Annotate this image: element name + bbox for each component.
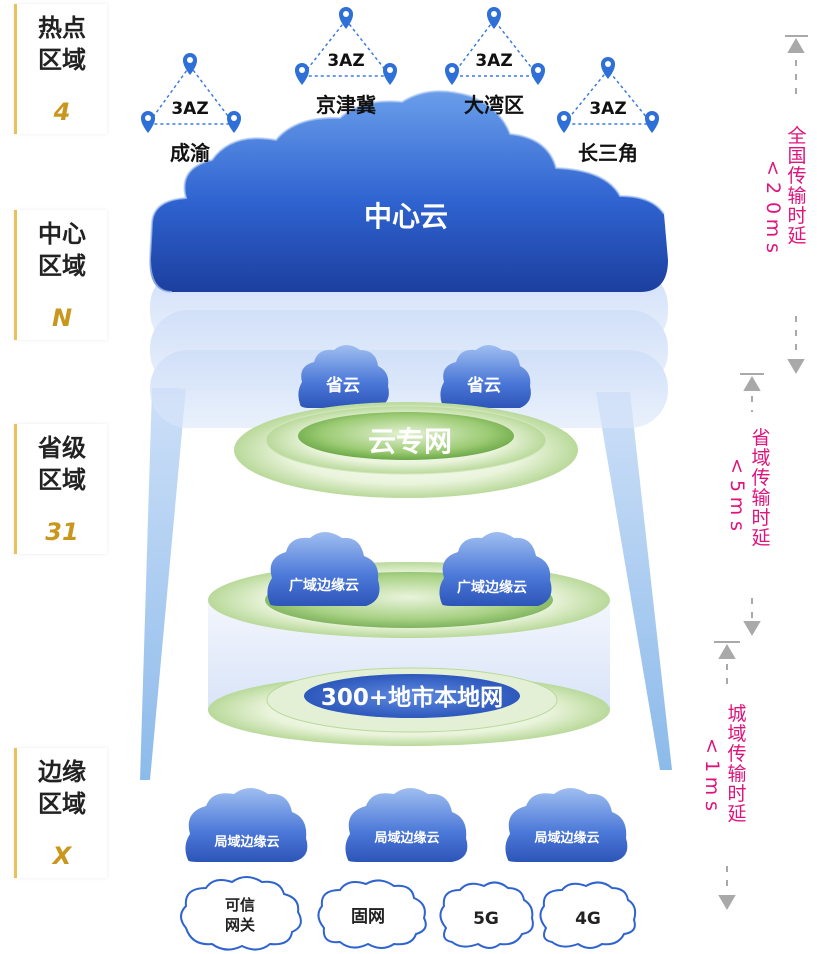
region-center: 中心 区域 N [14,210,107,340]
local-edge-cloud-1-label: 局域边缘云 [214,834,279,850]
access-clouds [180,876,637,951]
hotspot-az-label: 3AZ [327,51,364,71]
region-province-count: 31 [45,518,79,546]
hotspot-az-label: 3AZ [589,99,626,119]
hotspot-az-label: 3AZ [475,51,512,71]
map-pin-icon [601,57,615,79]
access-fixed-label: 固网 [351,907,385,927]
hotspot-groups: 3AZ 成渝 3AZ 京津冀 3AZ 大湾区 3AZ 长三角 [141,7,659,165]
hotspot-triangle [300,18,392,77]
latency-national: 全国传输时延 [784,126,810,246]
region-province-name: 省级 区域 [38,434,86,494]
map-pin-icon [295,63,309,85]
latency-metro: 城域传输时延 [724,704,750,824]
region-edge: 边缘 区域 X [14,748,107,878]
region-province: 省级 区域 31 [14,424,107,554]
hotspot-az-label: 3AZ [171,99,208,119]
region-hotspot-count: 4 [53,98,71,126]
region-edge-name: 边缘 区域 [38,758,86,818]
access-gateway-label: 可信网关 [225,896,255,934]
region-center-count: N [51,304,73,332]
local-edge-cloud-2 [345,788,468,862]
province-cloud-right [440,345,531,408]
access-cloud-fixed [317,879,427,949]
center-cloud [148,90,668,293]
hotspot-name-label: 成渝 [170,141,211,165]
metro-network-label: 300+地市本地网 [321,684,503,711]
map-pin-icon [183,53,197,75]
wide-edge-cloud-right [439,532,552,606]
region-hotspot-name: 热点 区域 [38,14,86,74]
wide-edge-cloud-left [267,532,380,606]
center-cloud-label: 中心云 [364,200,448,233]
local-edge-cloud-1 [185,788,308,862]
hotspot-triangle [146,64,236,125]
region-edge-count: X [52,842,72,870]
province-cloud-left-label: 省云 [325,375,360,396]
hotspot-name-label: 长三角 [578,141,638,165]
latency-province-scope: 省域传输时延 [751,427,771,549]
map-pin-icon [445,63,459,85]
map-pin-icon [339,7,353,29]
wide-edge-cloud-right-label: 广域边缘云 [457,579,527,596]
map-pin-icon [557,111,571,133]
access-5g-label: 5G [473,909,499,929]
province-cloud-left [298,345,389,408]
right-beam [596,392,672,770]
map-pin-icon [383,63,397,85]
hotspot-triangle [562,68,654,125]
cloud-network-label: 云专网 [368,425,452,458]
map-pin-icon [531,63,545,85]
local-edge-cloud-3-label: 局域边缘云 [534,830,599,846]
left-beam [140,388,186,780]
map-pin-icon [227,111,241,133]
region-hotspot: 热点 区域 4 [14,4,107,134]
map-pin-icon [645,111,659,133]
province-cloud-right-label: 省云 [466,375,501,396]
cloud-network-core [298,412,514,460]
access-4g-label: 4G [575,909,601,929]
region-center-name: 中心 区域 [38,220,86,280]
hotspot-name-label: 大湾区 [464,93,524,117]
wide-edge-cloud-left-label: 广域边缘云 [289,577,359,594]
access-cloud-gateway [180,876,302,951]
latency-brackets [714,35,808,910]
metro-network-pill [304,674,520,718]
latency-province: 省域传输时延 [748,428,774,548]
local-edge-cloud-2-label: 局域边缘云 [374,830,439,846]
local-edge-cloud-3 [505,788,628,862]
map-pin-icon [141,111,155,133]
access-cloud-5g [439,881,534,949]
access-cloud-4g [539,881,637,949]
latency-national-scope: 全国传输时延 [787,125,807,247]
hotspot-name-label: 京津冀 [316,93,376,117]
latency-metro-scope: 城域传输时延 [727,703,747,825]
map-pin-icon [487,7,501,29]
